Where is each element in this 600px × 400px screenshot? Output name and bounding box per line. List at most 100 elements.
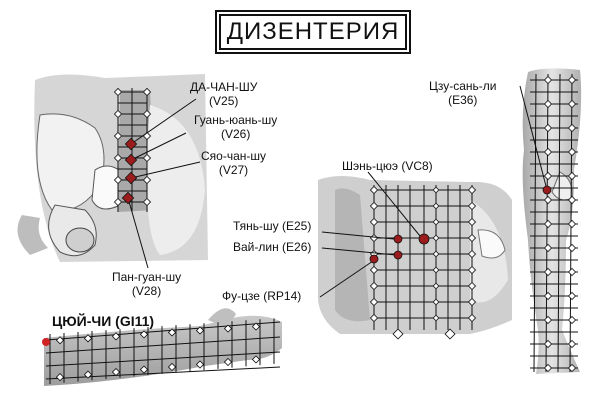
grid-node-marker (113, 87, 123, 97)
label-e36-name: Цзу-сань-ли (429, 79, 497, 93)
point-vc8 (418, 233, 430, 245)
pelvis-grid (117, 88, 148, 212)
grid-node-marker (467, 313, 477, 323)
grid-node-marker (369, 201, 379, 211)
grid-node-marker (467, 297, 477, 307)
point-v25 (124, 137, 138, 151)
grid-node-marker (567, 219, 577, 229)
grid-node-marker (467, 217, 477, 227)
arm-grid (45, 318, 281, 384)
grid-node-marker (83, 334, 93, 343)
grid-node-marker (543, 195, 553, 205)
grid-node-marker (139, 330, 149, 339)
grid-node-marker (543, 363, 553, 373)
grid-node-marker (142, 175, 152, 185)
grid-node-marker (142, 153, 152, 163)
label-e26: Вай-лин (E26) (233, 240, 312, 254)
grid-node-marker (369, 281, 379, 291)
grid-node-marker (113, 109, 123, 119)
grid-node-marker (142, 109, 152, 119)
grid-node-marker (142, 197, 152, 207)
label-v25-name: ДА-ЧАН-ШУ (190, 80, 258, 94)
grid-point-markers (55, 75, 577, 382)
grid-node-marker (567, 291, 577, 301)
grid-node-marker (467, 265, 477, 275)
label-e36: Цзу-сань-ли (E36) (429, 79, 497, 107)
grid-node-marker (369, 185, 379, 195)
label-rp14: Фу-цзе (RP14) (222, 289, 302, 303)
grid-node-marker (223, 357, 233, 367)
label-v26-name: Гуань-юань-шу (194, 113, 278, 127)
grid-node-marker (467, 185, 477, 195)
grid-node-marker (467, 201, 477, 211)
grid-node-marker (444, 328, 456, 340)
grid-node-marker (369, 233, 379, 243)
label-v25: ДА-ЧАН-ШУ (V25) (190, 80, 257, 108)
grid-node-marker (195, 326, 205, 335)
arm-figure (44, 308, 282, 386)
label-gi11: ЦЮЙ-ЧИ (GI11) (52, 313, 155, 329)
grid-node-marker (432, 266, 440, 274)
point-v28 (121, 191, 135, 205)
label-v26-code: (V26) (220, 127, 251, 141)
grid-node-marker (567, 339, 577, 349)
label-e25: Тянь-шу (E25) (233, 219, 312, 233)
grid-node-marker (432, 202, 440, 210)
grid-node-marker (543, 315, 553, 325)
grid-node-marker (567, 315, 577, 325)
label-v25-code: (V25) (209, 94, 239, 108)
grid-node-marker (167, 328, 177, 337)
grid-node-marker (369, 217, 379, 227)
grid-node-marker (432, 186, 440, 194)
grid-node-marker (369, 297, 379, 307)
acupuncture-points (42, 137, 552, 346)
point-v26 (124, 153, 138, 167)
grid-node-marker (113, 175, 123, 185)
label-v26: Гуань-юань-шу (V26) (194, 113, 277, 141)
grid-node-marker (223, 324, 233, 333)
grid-node-marker (113, 153, 123, 163)
pelvis-figure (17, 74, 209, 262)
point-e25 (393, 234, 403, 244)
grid-node-marker (55, 372, 65, 382)
grid-node-marker (467, 281, 477, 291)
point-v27 (124, 171, 138, 185)
grid-node-marker (113, 131, 123, 141)
grid-node-marker (113, 197, 123, 207)
label-vc8: Шэнь-цюэ (VC8) (342, 159, 433, 173)
grid-node-marker (167, 362, 177, 372)
grid-node-marker (111, 332, 121, 341)
grid-node-marker (432, 234, 440, 242)
grid-node-marker (467, 249, 477, 259)
grid-node-marker (567, 267, 577, 277)
grid-node-marker (567, 123, 577, 133)
label-v28: Пан-гуан-шу (V28) (112, 270, 181, 298)
grid-node-marker (111, 367, 121, 377)
grid-node-marker (567, 75, 577, 85)
grid-node-marker (432, 282, 440, 290)
grid-node-marker (567, 195, 577, 205)
callout-lines (127, 85, 548, 298)
grid-node-marker (567, 99, 577, 109)
point-gi11 (42, 338, 50, 346)
grid-node-marker (543, 99, 553, 109)
grid-node-marker (369, 313, 379, 323)
point-rp14 (369, 254, 379, 264)
leg-figure (522, 68, 582, 375)
grid-node-marker (195, 360, 205, 369)
grid-node-marker (567, 243, 577, 253)
grid-node-marker (432, 218, 440, 226)
point-e36 (542, 185, 552, 195)
grid-node-marker (432, 314, 440, 322)
label-e36-code: (E36) (448, 93, 478, 107)
grid-node-marker (567, 147, 577, 157)
label-v28-name: Пан-гуан-шу (112, 270, 182, 284)
abdomen-figure (318, 176, 512, 334)
grid-node-marker (543, 171, 553, 181)
label-v27-code: (V27) (218, 163, 249, 177)
label-v28-code: (V28) (131, 284, 162, 298)
grid-node-marker (543, 147, 553, 157)
grid-node-marker (432, 250, 440, 258)
